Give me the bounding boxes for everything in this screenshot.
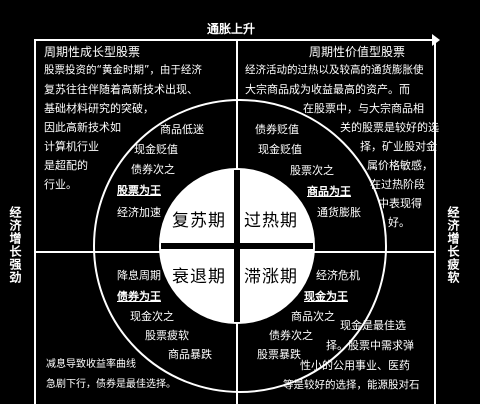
br-line: 择。股票中需求弹 xyxy=(326,339,414,352)
ring-recession: 现金次之 xyxy=(130,310,174,323)
tl-line: 是超配的 xyxy=(44,159,88,172)
tl-line: 股票投资的“黄金时期”，由于经济 xyxy=(44,64,202,76)
br-line: 等是较好的选择，能源股对石 xyxy=(283,379,420,391)
tr-line: 大宗商品成为收益最高的资产。而 xyxy=(245,83,410,96)
phase-recovery: 复苏期 xyxy=(172,211,226,231)
ring-recovery: 商品低迷 xyxy=(160,123,204,136)
ring-stagflation: 股票暴跌 xyxy=(257,348,301,361)
tl-line: 因此高新技术如 xyxy=(44,121,121,134)
ring-stagflation: 经济危机 xyxy=(316,269,360,282)
phase-stagflation: 滞涨期 xyxy=(244,267,298,287)
axis-right-label: 经济增长疲软 xyxy=(446,206,460,284)
ring-recovery: 现金贬值 xyxy=(134,143,178,156)
ring-recession-king: 债券为王 xyxy=(117,290,161,303)
tr-line: 中表现得 xyxy=(378,197,422,210)
tl-line: 复苏往往伴随着高新技术出现、 xyxy=(44,83,198,96)
tr-line: 关的股票是较好的选 xyxy=(340,121,439,134)
ring-overheat-king: 商品为王 xyxy=(307,185,351,198)
ring-stagflation-king: 现金为王 xyxy=(304,290,348,303)
ring-recession: 商品暴跌 xyxy=(168,348,212,361)
bl-line: 急剧下行，债券是最佳选择。 xyxy=(46,379,176,390)
top-axis-arrow xyxy=(432,34,440,46)
ring-stagflation: 债券次之 xyxy=(269,329,313,342)
ring-overheat: 通货膨胀 xyxy=(317,206,361,219)
ring-recession: 降息周期 xyxy=(117,269,161,282)
phase-recession: 衰退期 xyxy=(172,267,226,287)
tr-line: 择，矿业股对金 xyxy=(360,140,437,153)
ring-recovery: 经济加速 xyxy=(117,206,161,219)
phase-overheat: 过热期 xyxy=(244,211,298,231)
tr-line: 好。 xyxy=(388,216,410,229)
br-line: 性小的公用事业、医药 xyxy=(300,359,410,372)
ring-overheat: 股票次之 xyxy=(290,164,334,177)
ring-recession: 股票疲软 xyxy=(145,329,189,342)
title-top-left: 周期性成长型股票 xyxy=(44,45,141,59)
ring-recovery: 债券次之 xyxy=(131,163,175,176)
tr-line: 经济活动的过热以及较高的通货膨胀使 xyxy=(245,64,424,76)
tr-line: 属价格敏感， xyxy=(367,159,433,172)
br-line: 现金是最佳选 xyxy=(340,319,406,332)
ring-overheat: 现金贬值 xyxy=(258,143,302,156)
axis-top-label: 通胀上升 xyxy=(207,22,256,36)
axis-left-label: 经济增长强劲 xyxy=(8,206,22,284)
tr-line: 在过热阶段 xyxy=(370,178,425,191)
tr-line: 在股票中，与大宗商品相 xyxy=(303,102,424,115)
tl-line: 行业。 xyxy=(44,178,77,191)
title-top-right: 周期性价值型股票 xyxy=(309,45,406,59)
ring-overheat: 债券贬值 xyxy=(255,123,299,136)
outer-frame xyxy=(34,39,436,404)
ring-recovery-king: 股票为王 xyxy=(117,184,161,197)
tl-line: 计算机行业 xyxy=(44,140,99,153)
bl-line: 减息导致收益率曲线 xyxy=(46,359,136,370)
tl-line: 基础材料研究的突破， xyxy=(44,102,154,115)
ring-stagflation: 商品次之 xyxy=(291,310,335,323)
